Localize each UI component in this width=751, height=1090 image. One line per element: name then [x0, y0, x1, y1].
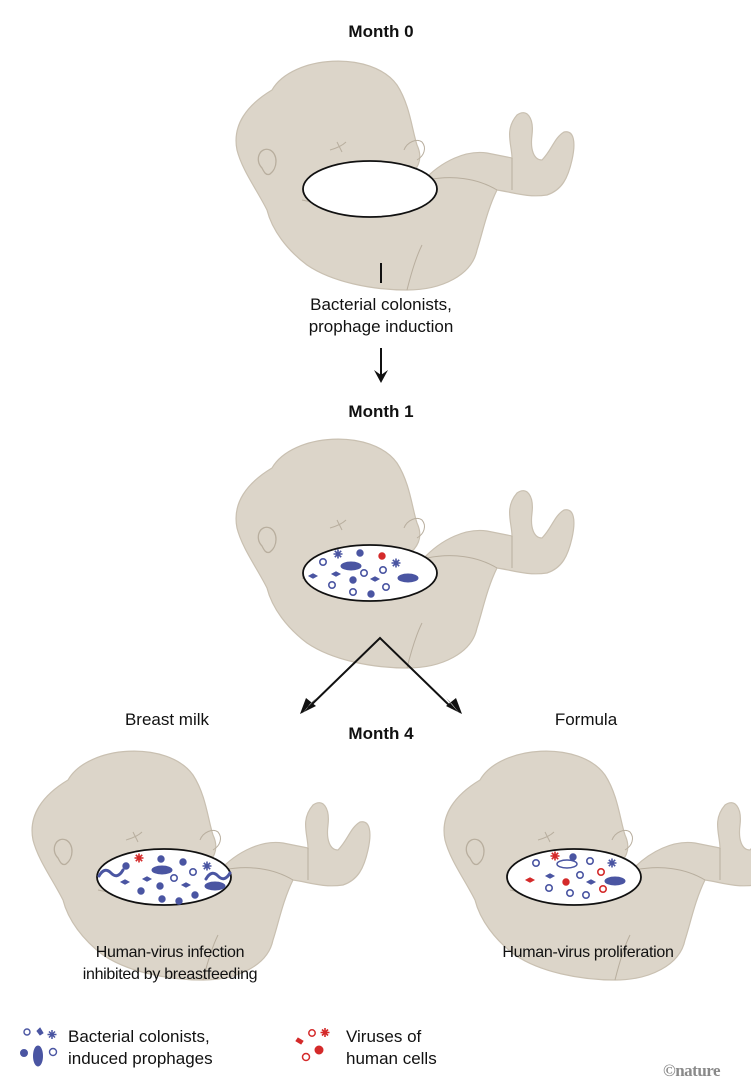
legend-bacterial-line-2: induced prophages [68, 1049, 213, 1068]
transition-label: Bacterial colonists, prophage induction [231, 294, 531, 338]
virus-dot [378, 552, 386, 560]
infant-month-1 [235, 438, 575, 669]
viral-microbes [133, 852, 145, 864]
microbe-star [390, 557, 402, 569]
viral-microbes [378, 552, 386, 560]
branch-label-breast-milk: Breast milk [124, 710, 210, 729]
infant-breast-milk [31, 750, 371, 981]
legend-viral-line-1: Viruses of [346, 1027, 422, 1046]
microbe-rod [204, 881, 226, 891]
legend-bacterial-icon [20, 1027, 58, 1067]
stage-title-month-4: Month 4 [348, 724, 414, 743]
caption-formula-line-1: Human-virus proliferation [502, 944, 674, 961]
legend-bacterial-label: Bacterial colonists, induced prophages [68, 1026, 213, 1070]
microbe-dot [156, 882, 164, 890]
microbe-dot [175, 897, 183, 905]
gut-month-1 [302, 544, 438, 602]
microbe-rod-outline [556, 859, 578, 869]
microbe-dot [349, 576, 357, 584]
caption-breast-milk-line-1: Human-virus infection [95, 944, 245, 961]
microbe-dot [569, 853, 577, 861]
down-arrow-icon [374, 348, 388, 383]
microbe-dot [191, 891, 199, 899]
microbe-rod [151, 865, 173, 875]
microbe-star [201, 860, 213, 872]
legend-viral-label: Viruses of human cells [346, 1026, 437, 1070]
infant-month-0 [235, 60, 575, 291]
gut-empty [302, 160, 438, 218]
branch-label-formula: Formula [554, 710, 618, 729]
microbe-dot [122, 862, 130, 870]
gut-breast-milk [96, 848, 232, 906]
legend-viral-line-2: human cells [346, 1049, 437, 1068]
transition-label-line-1: Bacterial colonists, [310, 295, 452, 314]
branch-arrows [300, 636, 462, 714]
microbe-rod [604, 876, 626, 886]
microbe-dot [367, 590, 375, 598]
microbe-rod [397, 573, 419, 583]
caption-breast-milk-line-2: inhibited by breastfeeding [82, 966, 258, 983]
microbe-star [332, 548, 344, 560]
virus-star [549, 850, 561, 862]
virus-dot [562, 878, 570, 886]
left-arrowhead-icon [300, 698, 316, 714]
microbe-dot [137, 887, 145, 895]
bacterial-microbes [531, 853, 626, 900]
nature-credit: ©nature [663, 1061, 721, 1080]
infant-formula [443, 750, 751, 981]
microbe-star [606, 857, 618, 869]
microbe-dot [158, 895, 166, 903]
stage-title-month-1: Month 1 [348, 402, 414, 421]
legend-bacterial-line-1: Bacterial colonists, [68, 1027, 210, 1046]
caption-formula: Human-virus proliferation [458, 942, 718, 964]
stage-title-month-0: Month 0 [348, 22, 414, 41]
microbe-dot [179, 858, 187, 866]
transition-label-line-2: prophage induction [308, 317, 454, 336]
virus-star [133, 852, 145, 864]
caption-breast-milk: Human-virus infection inhibited by breas… [40, 942, 300, 986]
right-arrowhead-icon [446, 698, 462, 714]
connector-line [380, 263, 382, 283]
microbe-dot [157, 855, 165, 863]
legend-viral-icon [295, 1028, 330, 1062]
microbe-rod [340, 561, 362, 571]
microbe-dot [356, 549, 364, 557]
